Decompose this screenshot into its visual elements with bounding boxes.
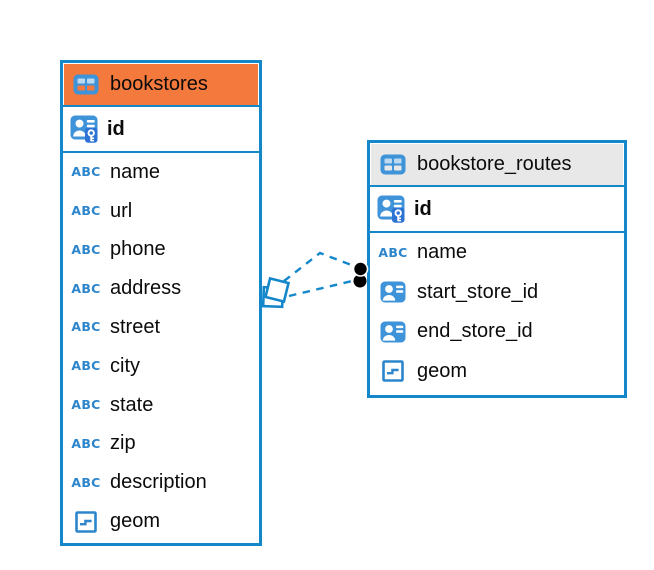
text-type-icon: ABC — [71, 164, 101, 180]
text-type-icon: ABC — [71, 435, 101, 451]
text-type-icon: ABC — [71, 358, 101, 374]
column-name: street — [110, 316, 161, 339]
column-row-pk[interactable]: id — [63, 107, 259, 153]
table-bookstores-header[interactable]: bookstores — [63, 64, 259, 107]
column-name: geom — [417, 359, 468, 382]
relation-endpoint-dot[interactable] — [353, 274, 367, 288]
foreign-key-icon — [378, 321, 408, 343]
table-bookstore-routes-header[interactable]: bookstore_routes — [370, 144, 624, 187]
text-type-icon: ABC — [71, 474, 101, 490]
geometry-type-icon — [378, 360, 408, 383]
column-row[interactable]: ABC street — [63, 308, 259, 347]
column-name: description — [110, 471, 207, 494]
column-row[interactable]: ABC description — [63, 463, 259, 502]
column-row[interactable]: ABC name — [370, 233, 624, 273]
column-name: name — [417, 241, 468, 264]
table-bookstore-routes[interactable]: bookstore_routes id ABC name start_store… — [367, 140, 627, 398]
column-name: phone — [110, 238, 166, 261]
column-name: id — [107, 117, 125, 140]
column-name: url — [110, 199, 133, 222]
table-bookstores[interactable]: bookstores id ABC name ABC url ABC phone — [60, 60, 262, 546]
column-name: zip — [110, 432, 136, 455]
column-row[interactable]: ABC zip — [63, 425, 259, 464]
relation-endpoint-dot[interactable] — [352, 261, 369, 277]
relation-line[interactable] — [288, 279, 353, 298]
text-type-icon: ABC — [378, 244, 408, 260]
column-row[interactable]: ABC url — [63, 192, 259, 231]
column-name: city — [110, 354, 140, 377]
text-type-icon: ABC — [71, 396, 101, 412]
column-name: geom — [110, 510, 161, 533]
column-row[interactable]: geom — [63, 502, 259, 541]
column-name: id — [414, 197, 432, 220]
column-row[interactable]: ABC city — [63, 347, 259, 386]
column-row[interactable]: geom — [370, 352, 624, 392]
relation-line[interactable] — [283, 251, 355, 282]
foreign-key-icon — [378, 281, 408, 303]
column-row[interactable]: ABC address — [63, 269, 259, 308]
relation-diamond-marker[interactable] — [263, 276, 291, 304]
table-title: bookstore_routes — [417, 153, 572, 175]
column-row-pk[interactable]: id — [370, 187, 624, 233]
table-icon — [71, 74, 101, 95]
column-name: start_store_id — [417, 280, 539, 303]
column-name: name — [110, 160, 161, 183]
table-title: bookstores — [110, 73, 208, 95]
column-row[interactable]: start_store_id — [370, 273, 624, 313]
primary-key-icon — [69, 115, 99, 143]
table-icon — [378, 154, 408, 175]
column-row[interactable]: ABC state — [63, 386, 259, 425]
text-type-icon: ABC — [71, 319, 101, 335]
geometry-type-icon — [71, 510, 101, 533]
column-name: end_store_id — [417, 320, 533, 343]
text-type-icon: ABC — [71, 202, 101, 218]
column-row[interactable]: ABC name — [63, 153, 259, 192]
column-row[interactable]: ABC phone — [63, 231, 259, 270]
text-type-icon: ABC — [71, 241, 101, 257]
column-row[interactable]: end_store_id — [370, 312, 624, 352]
column-name: state — [110, 393, 154, 416]
relation-diamond-marker[interactable] — [261, 285, 285, 309]
primary-key-icon — [376, 195, 406, 223]
column-name: address — [110, 277, 182, 300]
text-type-icon: ABC — [71, 280, 101, 296]
